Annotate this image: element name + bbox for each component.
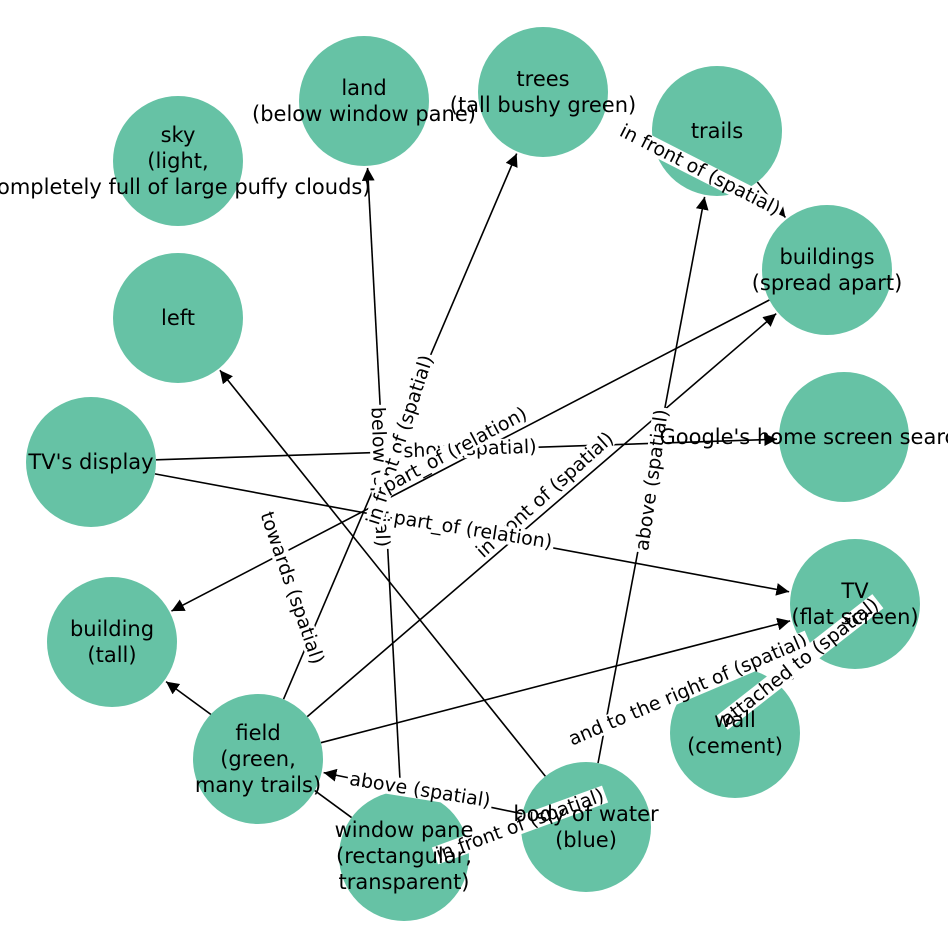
node-building xyxy=(47,577,177,707)
edge-label-background xyxy=(632,406,672,554)
node-label-line: completely full of large puffy clouds) xyxy=(0,175,371,199)
edge-field-to-tv xyxy=(320,617,791,744)
node-label-line: trails xyxy=(691,119,743,143)
node-label-line: body of water xyxy=(513,802,659,826)
edge-label-group-water-left: towards (spatial) xyxy=(256,507,329,669)
node-label-line: sky xyxy=(161,123,196,147)
node-field xyxy=(193,694,323,824)
node-label-buildings: buildings(spread apart) xyxy=(752,245,903,295)
edge-label-background xyxy=(378,403,532,497)
node-label-google: Google's home screen search page xyxy=(659,425,948,449)
node-label-line: (rectangular, xyxy=(336,844,472,868)
node-label-field: field(green,many trails) xyxy=(195,721,321,797)
node-label-line: (spread apart) xyxy=(752,271,903,295)
node-label-water: body of water(blue) xyxy=(513,802,659,852)
edge-label-background xyxy=(615,120,785,220)
node-label-land: land(below window pane) xyxy=(252,76,476,126)
node-label-left: left xyxy=(161,306,195,330)
node-label-line: many trails) xyxy=(195,773,321,797)
node-label-tvdisplay: TV's display xyxy=(27,450,153,474)
edge-label-background xyxy=(716,594,884,730)
edge-field-to-buildings xyxy=(306,313,777,718)
node-label-line: (blue) xyxy=(555,828,617,852)
node-label-line: (tall) xyxy=(87,643,136,667)
node-wall xyxy=(670,668,800,798)
node-label-wall: wall(cement) xyxy=(687,708,783,758)
edge-label-towards-spatial: towards (spatial) xyxy=(256,509,329,667)
node-window xyxy=(339,791,469,921)
edge-label-background xyxy=(346,769,494,811)
node-buildings xyxy=(762,205,892,335)
node-label-line: left xyxy=(161,306,195,330)
node-label-line: window pane xyxy=(335,818,474,842)
node-label-line: TV's display xyxy=(27,450,153,474)
node-label-building: building(tall) xyxy=(70,617,154,667)
node-label-line: wall xyxy=(714,708,756,732)
node-label-line: buildings xyxy=(779,245,874,269)
node-water xyxy=(521,762,651,892)
node-label-line: (flat screen) xyxy=(791,605,918,629)
node-label-line: field xyxy=(235,721,280,745)
node-label-line: TV xyxy=(840,579,869,603)
edge-label-background xyxy=(564,630,812,750)
node-label-line: transparent) xyxy=(338,870,469,894)
node-label-line: (cement) xyxy=(687,734,783,758)
node-tvdisplay xyxy=(26,397,156,527)
edge-label-background xyxy=(390,508,556,552)
node-label-tv: TV(flat screen) xyxy=(791,579,918,629)
node-label-trails: trails xyxy=(691,119,743,143)
node-label-line: (below window pane) xyxy=(252,102,476,126)
node-left xyxy=(113,253,243,383)
node-label-trees: trees(tall bushy green) xyxy=(450,67,636,117)
node-google xyxy=(779,372,909,502)
node-label-line: building xyxy=(70,617,154,641)
edge-label-background xyxy=(256,507,328,669)
node-label-line: land xyxy=(341,76,386,100)
node-label-line: (green, xyxy=(220,747,296,771)
node-label-line: (light, xyxy=(147,149,208,173)
edge-label-background xyxy=(431,785,609,865)
node-label-window: window pane(rectangular,transparent) xyxy=(335,818,474,894)
node-land xyxy=(299,36,429,166)
node-label-line: (tall bushy green) xyxy=(450,93,636,117)
node-label-layer: land(below window pane)trees(tall bushy … xyxy=(0,67,948,894)
node-sky xyxy=(113,96,243,226)
edge-water-to-left xyxy=(219,369,546,777)
node-label-sky: sky(light,completely full of large puffy… xyxy=(0,123,371,199)
node-label-line: trees xyxy=(516,67,569,91)
node-trees xyxy=(478,27,608,157)
node-label-line: Google's home screen search page xyxy=(659,425,948,449)
